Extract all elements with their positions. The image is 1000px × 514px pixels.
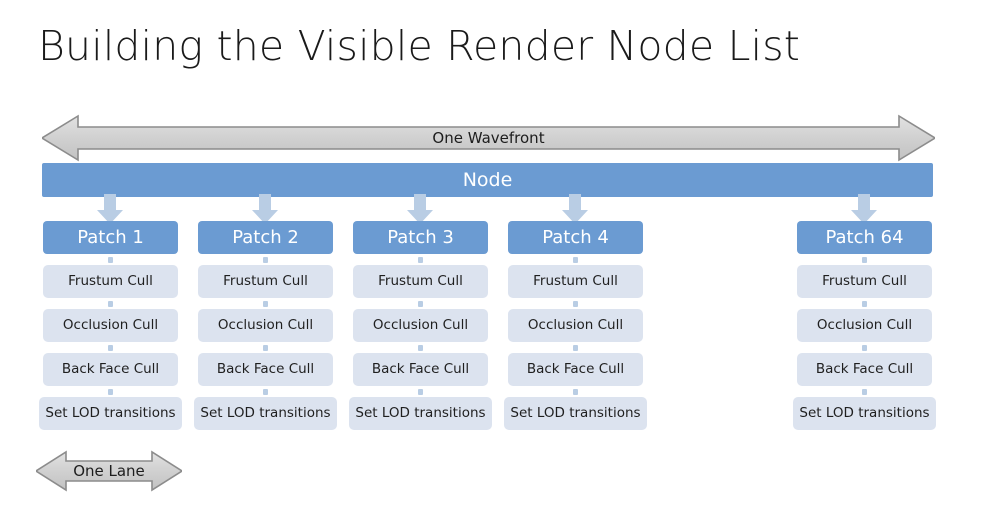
- step-connector-dot: [573, 301, 578, 307]
- lane-arrow-shape: [36, 450, 182, 492]
- step-connector-dot: [263, 345, 268, 351]
- node-to-patch-arrow-icon: [407, 194, 433, 224]
- patch-step-box[interactable]: Back Face Cull: [508, 353, 643, 386]
- one-lane-arrow: [36, 450, 182, 492]
- patch-step-box[interactable]: Frustum Cull: [508, 265, 643, 298]
- patch-header[interactable]: Patch 3: [353, 221, 488, 254]
- step-connector-dot: [862, 345, 867, 351]
- node-to-patch-arrow-icon: [851, 194, 877, 224]
- patch-step-box[interactable]: Set LOD transitions: [194, 397, 337, 430]
- step-connector-dot: [108, 301, 113, 307]
- step-connector-dot: [573, 389, 578, 395]
- patch-step-box[interactable]: Frustum Cull: [353, 265, 488, 298]
- step-connector-dot: [418, 389, 423, 395]
- step-connector-dot: [862, 257, 867, 263]
- step-connector-dot: [263, 301, 268, 307]
- patch-step-box[interactable]: Set LOD transitions: [349, 397, 492, 430]
- patch-step-box[interactable]: Occlusion Cull: [198, 309, 333, 342]
- patch-step-box[interactable]: Set LOD transitions: [504, 397, 647, 430]
- patch-step-box[interactable]: Set LOD transitions: [793, 397, 936, 430]
- patch-step-box[interactable]: Occlusion Cull: [508, 309, 643, 342]
- step-connector-dot: [108, 345, 113, 351]
- patch-header[interactable]: Patch 2: [198, 221, 333, 254]
- patch-step-box[interactable]: Occlusion Cull: [797, 309, 932, 342]
- node-to-patch-arrow-icon: [562, 194, 588, 224]
- patch-step-box[interactable]: Occlusion Cull: [43, 309, 178, 342]
- step-connector-dot: [862, 301, 867, 307]
- node-to-patch-arrow-icon: [97, 194, 123, 224]
- step-connector-dot: [108, 257, 113, 263]
- patch-header[interactable]: Patch 64: [797, 221, 932, 254]
- patch-step-box[interactable]: Back Face Cull: [353, 353, 488, 386]
- step-connector-dot: [862, 389, 867, 395]
- node-to-patch-arrow-icon: [252, 194, 278, 224]
- step-connector-dot: [573, 257, 578, 263]
- one-wavefront-arrow: [42, 114, 935, 162]
- step-connector-dot: [263, 389, 268, 395]
- patch-header[interactable]: Patch 1: [43, 221, 178, 254]
- step-connector-dot: [418, 301, 423, 307]
- patch-step-box[interactable]: Frustum Cull: [43, 265, 178, 298]
- patch-step-box[interactable]: Back Face Cull: [797, 353, 932, 386]
- step-connector-dot: [263, 257, 268, 263]
- patch-step-box[interactable]: Back Face Cull: [43, 353, 178, 386]
- patch-step-box[interactable]: Back Face Cull: [198, 353, 333, 386]
- step-connector-dot: [418, 257, 423, 263]
- patch-step-box[interactable]: Frustum Cull: [198, 265, 333, 298]
- wavefront-arrow-shape: [42, 114, 935, 162]
- patch-step-box[interactable]: Occlusion Cull: [353, 309, 488, 342]
- patch-step-box[interactable]: Frustum Cull: [797, 265, 932, 298]
- step-connector-dot: [418, 345, 423, 351]
- page-title: Building the Visible Render Node List: [38, 22, 801, 70]
- step-connector-dot: [108, 389, 113, 395]
- node-bar[interactable]: Node: [42, 163, 933, 197]
- step-connector-dot: [573, 345, 578, 351]
- patch-header[interactable]: Patch 4: [508, 221, 643, 254]
- patch-step-box[interactable]: Set LOD transitions: [39, 397, 182, 430]
